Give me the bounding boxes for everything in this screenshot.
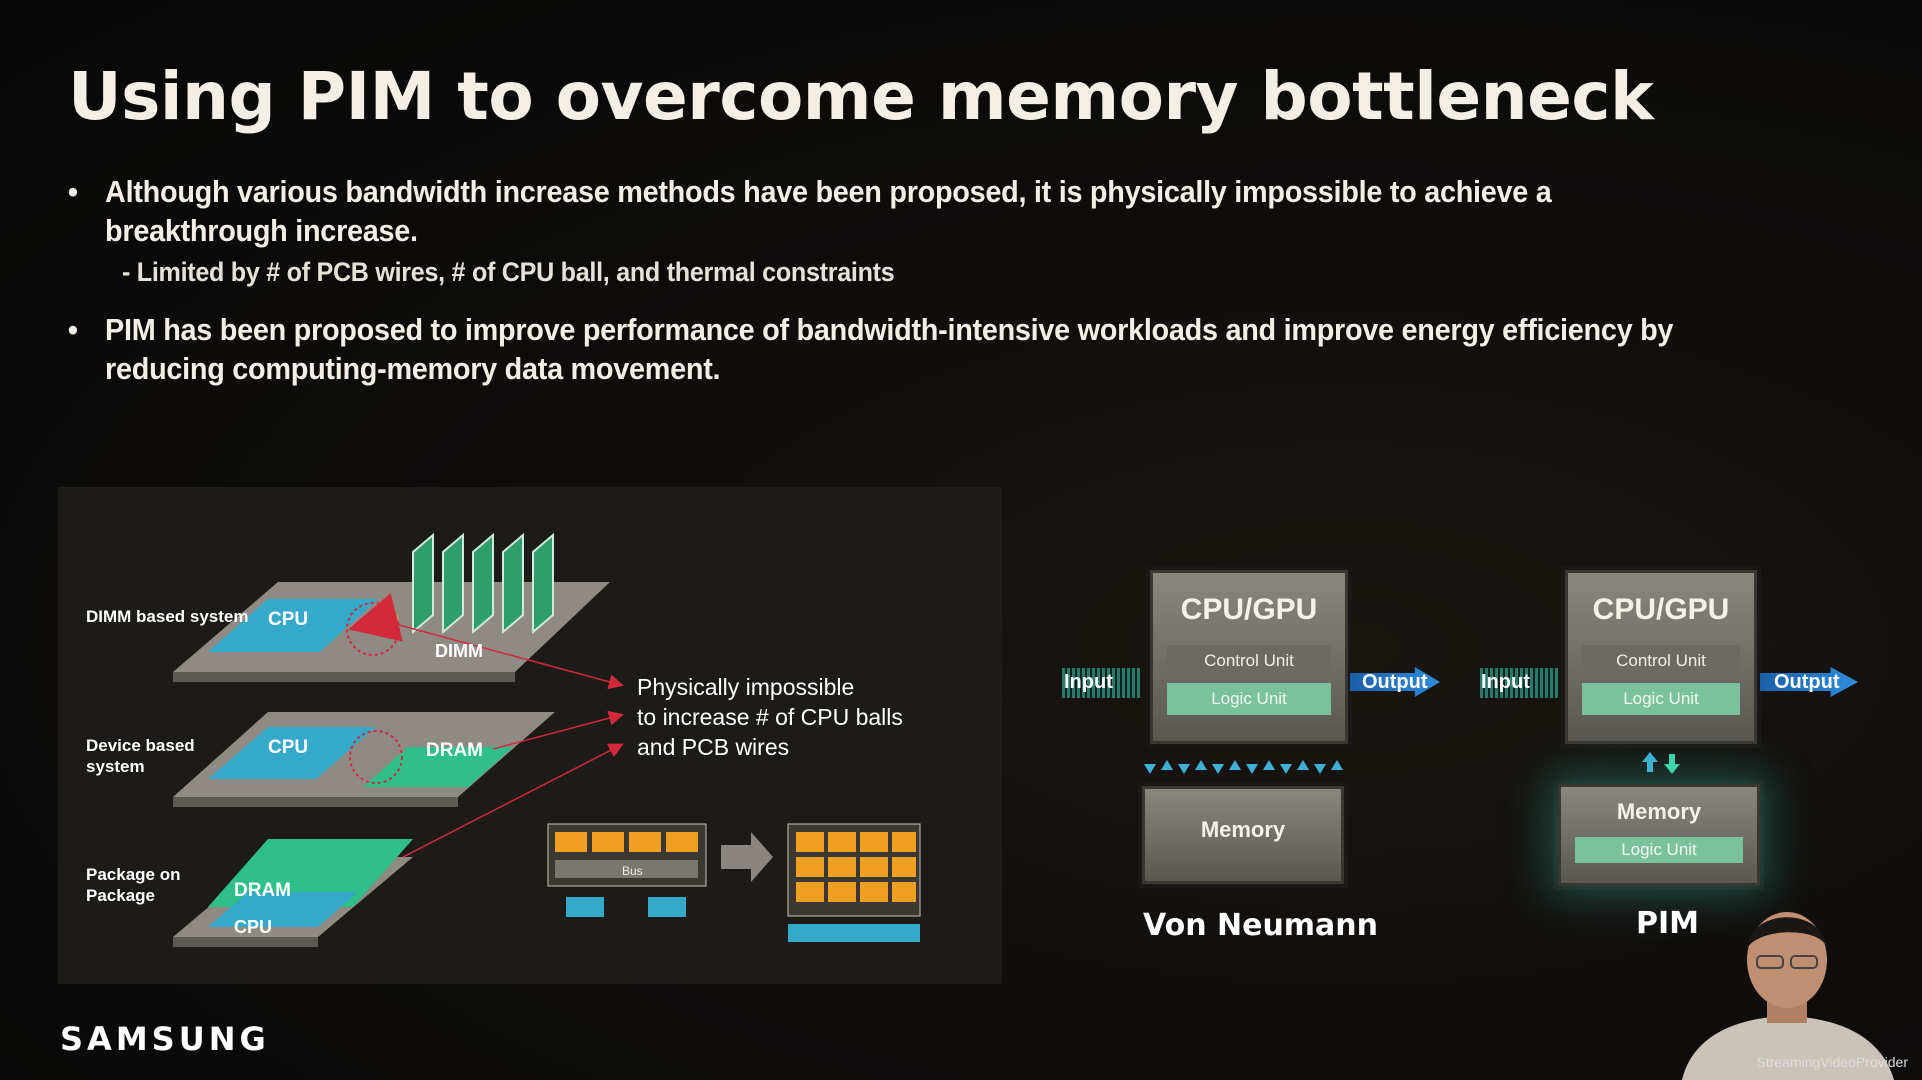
- system-architecture-drawing: [173, 532, 921, 947]
- dimm-system-label: DIMM based system: [86, 607, 249, 626]
- pim-caption: PIM: [1636, 906, 1700, 941]
- cpu-chip-label: CPU: [268, 737, 309, 758]
- memory-label: Memory: [1616, 799, 1702, 824]
- note-line: Physically impossible: [637, 674, 855, 700]
- input-signal-bar: [1062, 668, 1140, 698]
- input-label: Input: [1064, 671, 1113, 693]
- device-system-label: Device based system: [86, 736, 195, 776]
- input-signal-bar: [1480, 668, 1558, 698]
- processor-title: CPU/GPU: [1592, 593, 1730, 626]
- bullet-item: • Although various bandwidth increase me…: [66, 172, 1731, 250]
- bullet-subtext: - Limited by # of PCB wires, # of CPU ba…: [122, 257, 895, 287]
- pop-board: [173, 839, 413, 947]
- note-line: to increase # of CPU balls: [637, 704, 903, 730]
- device-system-board: [173, 712, 555, 807]
- dram-chip-label: DRAM: [426, 740, 483, 761]
- processor-box: CPU/GPU Control Unit Logic Unit: [1565, 570, 1757, 744]
- streaming-watermark: StreamingVideoProvider: [1756, 1054, 1909, 1070]
- cpu-chip-label: CPU: [234, 917, 273, 937]
- slide-title: Using PIM to overcome memory bottleneck: [68, 58, 1654, 135]
- bullet-item: • PIM has been proposed to improve perfo…: [66, 310, 1731, 388]
- samsung-logo: SAMSUNG: [60, 1020, 270, 1058]
- cpu-chip-label: CPU: [268, 609, 309, 630]
- data-movement-arrows-icon: [1642, 752, 1680, 774]
- pim-memory-box: Memory Logic Unit: [1558, 784, 1760, 886]
- memory-logic-unit: Logic Unit: [1575, 837, 1743, 863]
- bus-diagram: [547, 823, 921, 942]
- dram-chip-label: DRAM: [234, 880, 291, 901]
- control-unit: Control Unit: [1167, 645, 1331, 677]
- output-label: Output: [1362, 671, 1428, 693]
- bandwidth-limit-note: Physically impossible to increase # of C…: [637, 672, 903, 762]
- control-unit: Control Unit: [1582, 645, 1740, 677]
- logic-unit: Logic Unit: [1167, 683, 1331, 715]
- memory-label: Memory: [1200, 817, 1286, 842]
- bullet-list: • Although various bandwidth increase me…: [66, 172, 1856, 388]
- note-line: and PCB wires: [637, 734, 790, 760]
- output-label: Output: [1774, 671, 1840, 693]
- bullet-text: Although various bandwidth increase meth…: [105, 174, 1552, 248]
- dimm-label: DIMM: [435, 641, 483, 661]
- logic-unit: Logic Unit: [1582, 683, 1740, 715]
- presenter-video-thumbnail: [1682, 912, 1894, 1080]
- cpu-chip: [208, 599, 378, 652]
- processor-box: CPU/GPU Control Unit Logic Unit: [1150, 570, 1348, 744]
- input-label: Input: [1481, 671, 1530, 693]
- processor-title: CPU/GPU: [1180, 593, 1318, 626]
- dimm-system-board: [173, 532, 610, 682]
- data-movement-arrows-icon: [1144, 760, 1343, 774]
- von-neumann-caption: Von Neumann: [1143, 908, 1379, 943]
- pop-label: Package on Package: [86, 865, 181, 905]
- bullet-dot: •: [67, 312, 78, 347]
- bus-label: Bus: [622, 864, 643, 878]
- bullet-text: PIM has been proposed to improve perform…: [105, 312, 1674, 386]
- dimm-modules: [412, 532, 554, 635]
- memory-box: Memory: [1142, 786, 1344, 884]
- bullet-dot: •: [67, 174, 78, 209]
